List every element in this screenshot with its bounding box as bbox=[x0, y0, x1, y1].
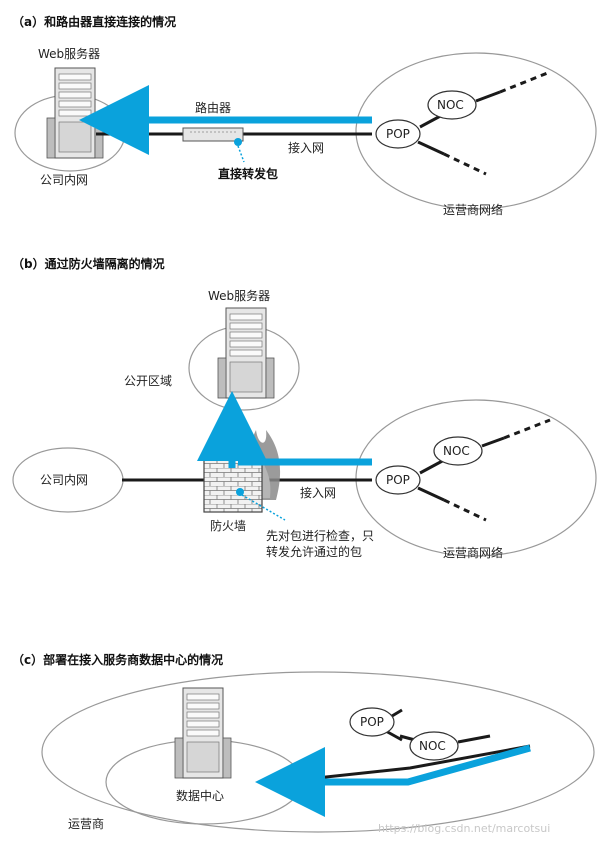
callout-line-a bbox=[237, 145, 245, 163]
router-label: 路由器 bbox=[195, 100, 231, 115]
provider-label-c: 运营商 bbox=[68, 816, 104, 831]
web-server-label-b: Web服务器 bbox=[208, 288, 270, 303]
noc-node-a: NOC bbox=[427, 90, 477, 120]
access-net-label-a: 接入网 bbox=[288, 140, 324, 155]
provider-cloud-c bbox=[41, 671, 595, 833]
router-port-dot bbox=[234, 138, 242, 146]
pop-label-c: POP bbox=[360, 715, 384, 729]
provider-network-cloud-b bbox=[355, 399, 597, 557]
company-lan-label-a: 公司内网 bbox=[40, 173, 88, 187]
heading-b: （b）通过防火墙隔离的情况 bbox=[12, 256, 165, 271]
provider-net-label-b: 运营商网络 bbox=[443, 545, 503, 560]
public-zone-label: 公开区域 bbox=[124, 374, 172, 388]
noc-label-a: NOC bbox=[437, 98, 464, 112]
pop-label-a: POP bbox=[386, 127, 410, 141]
pop-label-b: POP bbox=[386, 473, 410, 487]
firewall-icon bbox=[203, 459, 263, 513]
provider-network-cloud bbox=[355, 52, 597, 210]
noc-label-c: NOC bbox=[419, 739, 446, 753]
pop-node-b: POP bbox=[375, 465, 421, 495]
pop-node-a: POP bbox=[375, 119, 421, 149]
datacenter-label: 数据中心 bbox=[176, 788, 224, 803]
datacenter-server-icon bbox=[174, 687, 232, 779]
heading-a: （a）和路由器直接连接的情况 bbox=[12, 14, 176, 29]
firewall-check-dot bbox=[236, 488, 244, 496]
note-line-2: 转发允许通过的包 bbox=[266, 544, 362, 559]
provider-net-label-a: 运营商网络 bbox=[443, 202, 503, 217]
access-line-c bbox=[297, 744, 531, 782]
router-icon bbox=[182, 127, 244, 142]
noc-node-b: NOC bbox=[433, 436, 483, 466]
web-server-icon bbox=[46, 67, 104, 159]
company-lan-label-b: 公司内网 bbox=[40, 473, 88, 487]
access-net-label-b: 接入网 bbox=[300, 485, 336, 500]
watermark: https://blog.csdn.net/marcotsui bbox=[378, 822, 550, 835]
pop-node-c: POP bbox=[349, 707, 395, 737]
heading-c: （c）部署在接入服务商数据中心的情况 bbox=[12, 652, 223, 667]
noc-node-c: NOC bbox=[409, 731, 459, 761]
direct-forward-label: 直接转发包 bbox=[218, 166, 278, 181]
firewall-label: 防火墙 bbox=[210, 518, 246, 533]
note-line-1: 先对包进行检查，只 bbox=[266, 528, 374, 543]
web-server-label: Web服务器 bbox=[38, 46, 100, 61]
web-server-icon-b bbox=[217, 307, 275, 399]
noc-label-b: NOC bbox=[443, 444, 470, 458]
packet-flow-arrow-c bbox=[255, 744, 531, 817]
callout-line-b bbox=[241, 494, 286, 521]
